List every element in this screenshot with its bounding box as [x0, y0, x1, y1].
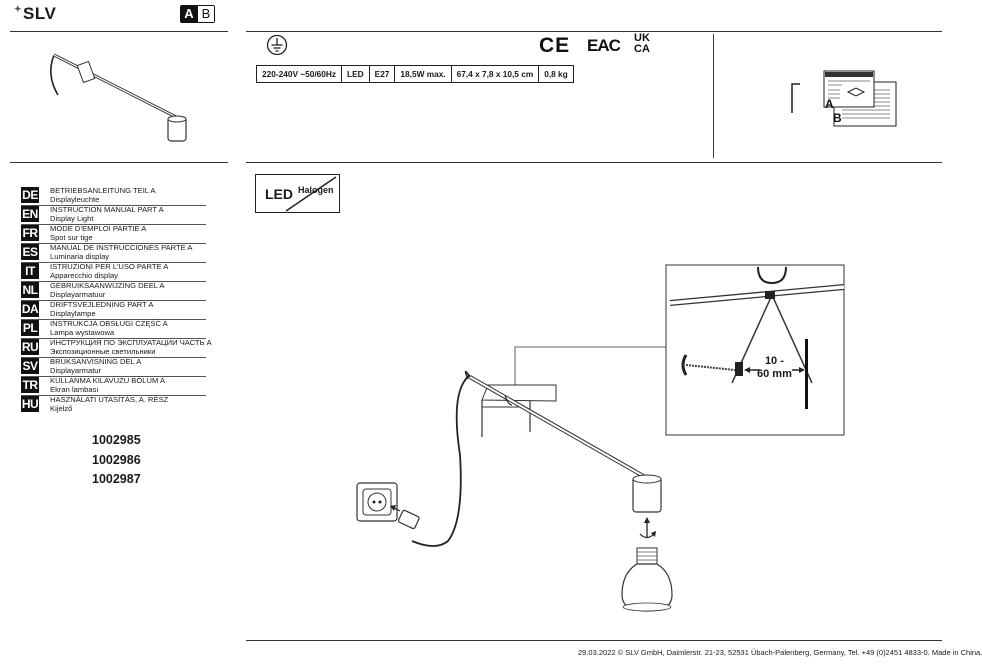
lang-title: MODE D’EMPLOI PARTIE A — [50, 224, 147, 233]
lang-title: BRUKSANVISNING DEL A — [50, 357, 142, 366]
mid-divider-left — [10, 162, 228, 163]
lang-title: DRIFTSVEJLEDNING PART A — [50, 300, 154, 309]
language-row-fr: FR MODE D’EMPLOI PARTIE A Spot sur tige — [21, 224, 206, 244]
article-number: 1002986 — [92, 453, 141, 467]
ukca-top: UK — [634, 32, 650, 44]
top-divider-right — [246, 31, 942, 32]
product-thumbnail — [50, 53, 187, 142]
thumb-label-a: A — [825, 97, 834, 111]
lang-title: INSTRUKCJA OBSŁUGI CZĘŚĆ A — [50, 319, 168, 328]
lang-subtitle: Spot sur tige — [50, 233, 93, 242]
header-separator — [713, 34, 714, 158]
ukca-bottom: CA — [634, 43, 650, 55]
lang-subtitle: Displayarmatuur — [50, 290, 106, 299]
lang-code: IT — [21, 263, 39, 279]
part-a-label: A — [181, 6, 197, 22]
language-row-tr: TR KULLANMA KILAVUZU BÖLÜM A Ekran lamba… — [21, 376, 206, 396]
article-number: 1002985 — [92, 433, 141, 447]
mount-range-value: 10 - — [764, 355, 784, 367]
top-divider-left — [10, 31, 228, 32]
language-row-nl: NL GEBRUIKSAANWIJZING DEEL A Displayarma… — [21, 281, 206, 301]
part-badge: A B — [180, 5, 215, 23]
lang-subtitle: Lampa wystawowa — [50, 328, 115, 337]
spec-light-source: LED — [342, 66, 370, 82]
strike-through-icon — [285, 176, 337, 212]
spec-dimensions: 67,4 x 7,8 x 10,5 cm — [452, 66, 540, 82]
eac-mark: EAC — [587, 36, 621, 55]
lang-title: MANUAL DE INSTRUCCIONES PARTE A — [50, 243, 193, 252]
lang-subtitle: Displaylampe — [50, 309, 96, 318]
lang-subtitle: Экспозиционные светильники — [50, 347, 156, 356]
lang-code: DA — [21, 301, 39, 317]
spec-voltage: 220-240V ~50/60Hz — [257, 66, 343, 82]
language-row-it: IT ISTRUZIONI PER L’USO PARTE A Apparecc… — [21, 262, 206, 282]
language-row-ru: RU ИНСТРУКЦИЯ ПО ЭКСПЛУАТАЦИИ ЧАСТЬ А Эк… — [21, 338, 212, 358]
lang-subtitle: Display Light — [50, 214, 94, 223]
language-row-de: DE BETRIEBSANLEITUNG TEIL A Displayleuch… — [21, 186, 206, 206]
thumb-label-b: B — [833, 111, 842, 125]
mount-range-label: 10 - 60 mm — [757, 355, 792, 381]
lang-code: FR — [21, 225, 39, 241]
part-b-label: B — [197, 6, 214, 22]
lang-subtitle: Kijelző — [50, 404, 73, 413]
lang-title: INSTRUCTION MANUAL PART A — [50, 205, 164, 214]
mid-divider-right — [246, 162, 942, 163]
lang-title: BETRIEBSANLEITUNG TEIL A — [50, 186, 156, 195]
language-row-da: DA DRIFTSVEJLEDNING PART A Displaylampe — [21, 300, 206, 320]
lang-subtitle: Apparecchio display — [50, 271, 118, 280]
ce-mark: CE — [539, 34, 571, 57]
lang-code: SV — [21, 358, 39, 374]
article-number: 1002987 — [92, 472, 141, 486]
lang-code: ES — [21, 244, 39, 260]
lang-code: TR — [21, 377, 39, 393]
lang-code: PL — [21, 320, 39, 336]
lang-title: ISTRUZIONI PER L’USO PARTE A — [50, 262, 169, 271]
installation-diagram — [356, 264, 845, 612]
lang-code: DE — [21, 187, 39, 203]
spec-wattage: 18,5W max. — [395, 66, 452, 82]
lang-code: HU — [21, 396, 39, 412]
brand-logo: ✦SLV — [14, 4, 56, 24]
language-row-sv: SV BRUKSANVISNING DEL A Displayarmatur — [21, 357, 206, 377]
spec-weight: 0,8 kg — [544, 69, 568, 79]
lang-subtitle: Displayarmatur — [50, 366, 102, 375]
led-label: LED — [265, 186, 293, 202]
lang-title: GEBRUIKSAANWIJZING DEEL A — [50, 281, 165, 290]
language-row-en: EN INSTRUCTION MANUAL PART A Display Lig… — [21, 205, 206, 225]
language-row-es: ES MANUAL DE INSTRUCCIONES PARTE A Lumin… — [21, 243, 206, 263]
lang-subtitle: Ekran lambası — [50, 385, 99, 394]
brand-name: SLV — [23, 4, 57, 23]
lang-code: NL — [21, 282, 39, 298]
ground-icon — [266, 34, 288, 56]
footer-text: 29.03.2022 © SLV GmbH, Daimlerstr. 21-23… — [578, 648, 982, 657]
lang-title: KULLANMA KILAVUZU BÖLÜM A — [50, 376, 166, 385]
lang-subtitle: Displayleuchte — [50, 195, 100, 204]
language-row-hu: HU HASZNÁLATI UTASÍTÁS, A. RÉSZ Kijelző — [21, 395, 206, 414]
lang-title: ИНСТРУКЦИЯ ПО ЭКСПЛУАТАЦИИ ЧАСТЬ А — [50, 338, 212, 347]
ukca-mark: UK CA — [634, 33, 650, 55]
lang-code: EN — [21, 206, 39, 222]
lang-subtitle: Luminaria display — [50, 252, 110, 261]
spec-table: 220-240V ~50/60Hz LED E27 18,5W max. 67,… — [256, 65, 574, 83]
sparkle-icon: ✦ — [14, 4, 23, 14]
spec-socket: E27 — [370, 66, 396, 82]
light-source-indicator: LED Halogen — [255, 174, 340, 213]
mount-range-unit: 60 mm — [757, 368, 792, 380]
lang-title: HASZNÁLATI UTASÍTÁS, A. RÉSZ — [50, 395, 169, 404]
manual-parts-icon: A B — [791, 70, 897, 127]
footer-divider — [246, 640, 942, 641]
lang-code: RU — [21, 339, 39, 355]
language-row-pl: PL INSTRUKCJA OBSŁUGI CZĘŚĆ A Lampa wyst… — [21, 319, 206, 339]
